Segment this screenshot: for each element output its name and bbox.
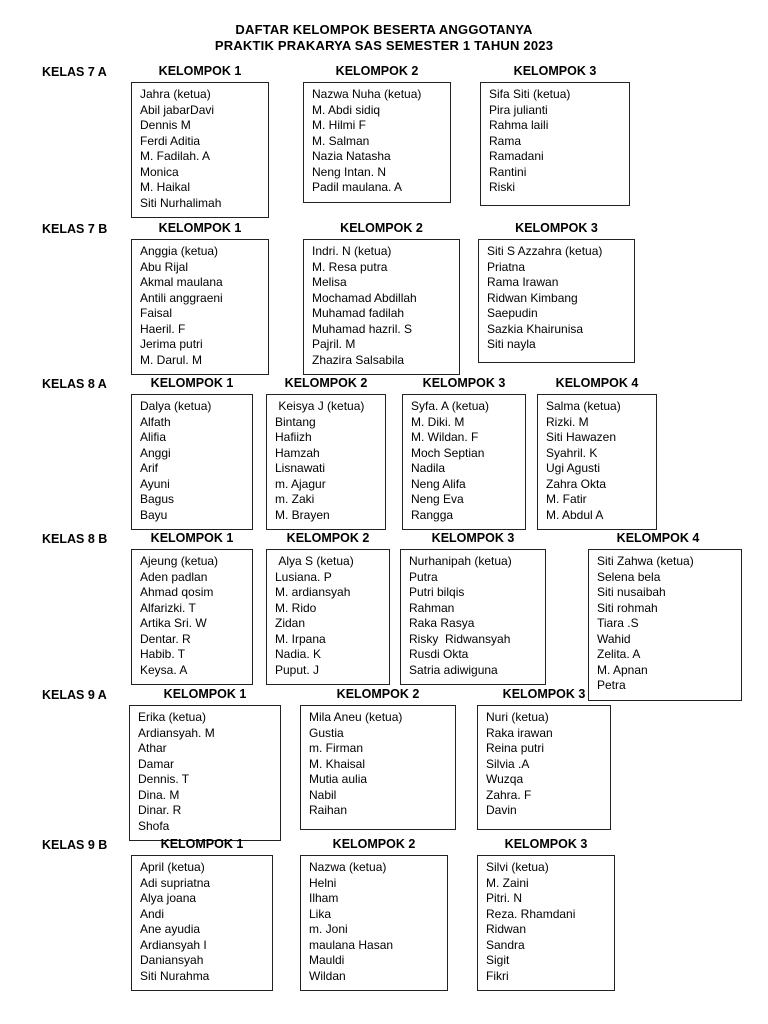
group: KELOMPOK 3 Nuri (ketua) Raka irawan Rein… [477, 687, 611, 830]
group-title: KELOMPOK 1 [160, 837, 244, 851]
group-title: KELOMPOK 3 [502, 687, 586, 701]
group: KELOMPOK 3 Silvi (ketua) M. Zaini Pitri.… [477, 837, 615, 991]
class-label: KELAS 8 A [42, 377, 107, 391]
group: KELOMPOK 2 Mila Aneu (ketua) Gustia m. F… [300, 687, 456, 830]
page-title: DAFTAR KELOMPOK BESERTA ANGGOTANYA PRAKT… [0, 22, 768, 54]
member-list: Silvi (ketua) M. Zaini Pitri. N Reza. Rh… [477, 855, 615, 991]
group: KELOMPOK 2 Nazwa (ketua) Helni Ilham Lik… [300, 837, 448, 991]
class-label: KELAS 9 B [42, 838, 108, 852]
group: KELOMPOK 1 Anggia (ketua) Abu Rijal Akma… [131, 221, 269, 375]
member-list: Siti S Azzahra (ketua) Priatna Rama Iraw… [478, 239, 635, 363]
member-list: Sifa Siti (ketua) Pira julianti Rahma la… [480, 82, 630, 206]
class-label: KELAS 7 B [42, 222, 108, 236]
group: KELOMPOK 2 Nazwa Nuha (ketua) M. Abdi si… [303, 64, 451, 203]
class-label: KELAS 9 A [42, 688, 107, 702]
group: KELOMPOK 1 April (ketua) Adi supriatna A… [131, 837, 273, 991]
member-list: Siti Zahwa (ketua) Selena bela Siti nusa… [588, 549, 742, 701]
group-title: KELOMPOK 1 [163, 687, 247, 701]
group-title: KELOMPOK 1 [150, 376, 234, 390]
group: KELOMPOK 3 Nurhanipah (ketua) Putra Putr… [400, 531, 546, 685]
member-list: Keisya J (ketua) Bintang Hafiizh Hamzah … [266, 394, 386, 530]
group: KELOMPOK 1 Dalya (ketua) Alfath Alifia A… [131, 376, 253, 530]
group: KELOMPOK 1 Erika (ketua) Ardiansyah. M A… [129, 687, 281, 841]
group: KELOMPOK 4 Salma (ketua) Rizki. M Siti H… [537, 376, 657, 530]
group-title: KELOMPOK 4 [616, 531, 700, 545]
group: KELOMPOK 3 Syfa. A (ketua) M. Diki. M M.… [402, 376, 526, 530]
class-label: KELAS 8 B [42, 532, 108, 546]
member-list: Mila Aneu (ketua) Gustia m. Firman M. Kh… [300, 705, 456, 830]
member-list: Jahra (ketua) Abil jabarDavi Dennis M Fe… [131, 82, 269, 218]
member-list: April (ketua) Adi supriatna Alya joana A… [131, 855, 273, 991]
member-list: Nurhanipah (ketua) Putra Putri bilqis Ra… [400, 549, 546, 685]
member-list: Salma (ketua) Rizki. M Siti Hawazen Syah… [537, 394, 657, 530]
group-title: KELOMPOK 1 [158, 64, 242, 78]
group-title: KELOMPOK 2 [336, 687, 420, 701]
group: KELOMPOK 3 Siti S Azzahra (ketua) Priatn… [478, 221, 635, 363]
group: KELOMPOK 2 Keisya J (ketua) Bintang Hafi… [266, 376, 386, 530]
group: KELOMPOK 3 Sifa Siti (ketua) Pira julian… [480, 64, 630, 206]
page-title-line2: PRAKTIK PRAKARYA SAS SEMESTER 1 TAHUN 20… [214, 38, 554, 53]
group: KELOMPOK 2 Alya S (ketua) Lusiana. P M. … [266, 531, 390, 685]
group-title: KELOMPOK 3 [513, 64, 597, 78]
member-list: Ajeung (ketua) Aden padlan Ahmad qosim A… [131, 549, 253, 685]
member-list: Nazwa Nuha (ketua) M. Abdi sidiq M. Hilm… [303, 82, 451, 203]
group-title: KELOMPOK 1 [158, 221, 242, 235]
group-title: KELOMPOK 4 [555, 376, 639, 390]
group-title: KELOMPOK 2 [332, 837, 416, 851]
group-title: KELOMPOK 2 [284, 376, 368, 390]
group-title: KELOMPOK 2 [286, 531, 370, 545]
group-title: KELOMPOK 3 [422, 376, 506, 390]
member-list: Alya S (ketua) Lusiana. P M. ardiansyah … [266, 549, 390, 685]
group-title: KELOMPOK 2 [335, 64, 419, 78]
group: KELOMPOK 4 Siti Zahwa (ketua) Selena bel… [588, 531, 742, 701]
group: KELOMPOK 2 Indri. N (ketua) M. Resa putr… [303, 221, 460, 375]
member-list: Dalya (ketua) Alfath Alifia Anggi Arif A… [131, 394, 253, 530]
group-title: KELOMPOK 3 [515, 221, 598, 235]
member-list: Anggia (ketua) Abu Rijal Akmal maulana A… [131, 239, 269, 375]
class-label: KELAS 7 A [42, 65, 107, 79]
member-list: Nazwa (ketua) Helni Ilham Lika m. Joni m… [300, 855, 448, 991]
member-list: Syfa. A (ketua) M. Diki. M M. Wildan. F … [402, 394, 526, 530]
group-title: KELOMPOK 3 [504, 837, 588, 851]
page-title-line1: DAFTAR KELOMPOK BESERTA ANGGOTANYA [235, 22, 533, 37]
group-title: KELOMPOK 3 [431, 531, 515, 545]
member-list: Erika (ketua) Ardiansyah. M Athar Damar … [129, 705, 281, 841]
group: KELOMPOK 1 Ajeung (ketua) Aden padlan Ah… [131, 531, 253, 685]
member-list: Nuri (ketua) Raka irawan Reina putri Sil… [477, 705, 611, 830]
group: KELOMPOK 1 Jahra (ketua) Abil jabarDavi … [131, 64, 269, 218]
group-title: KELOMPOK 2 [340, 221, 423, 235]
member-list: Indri. N (ketua) M. Resa putra Melisa Mo… [303, 239, 460, 375]
group-title: KELOMPOK 1 [150, 531, 234, 545]
